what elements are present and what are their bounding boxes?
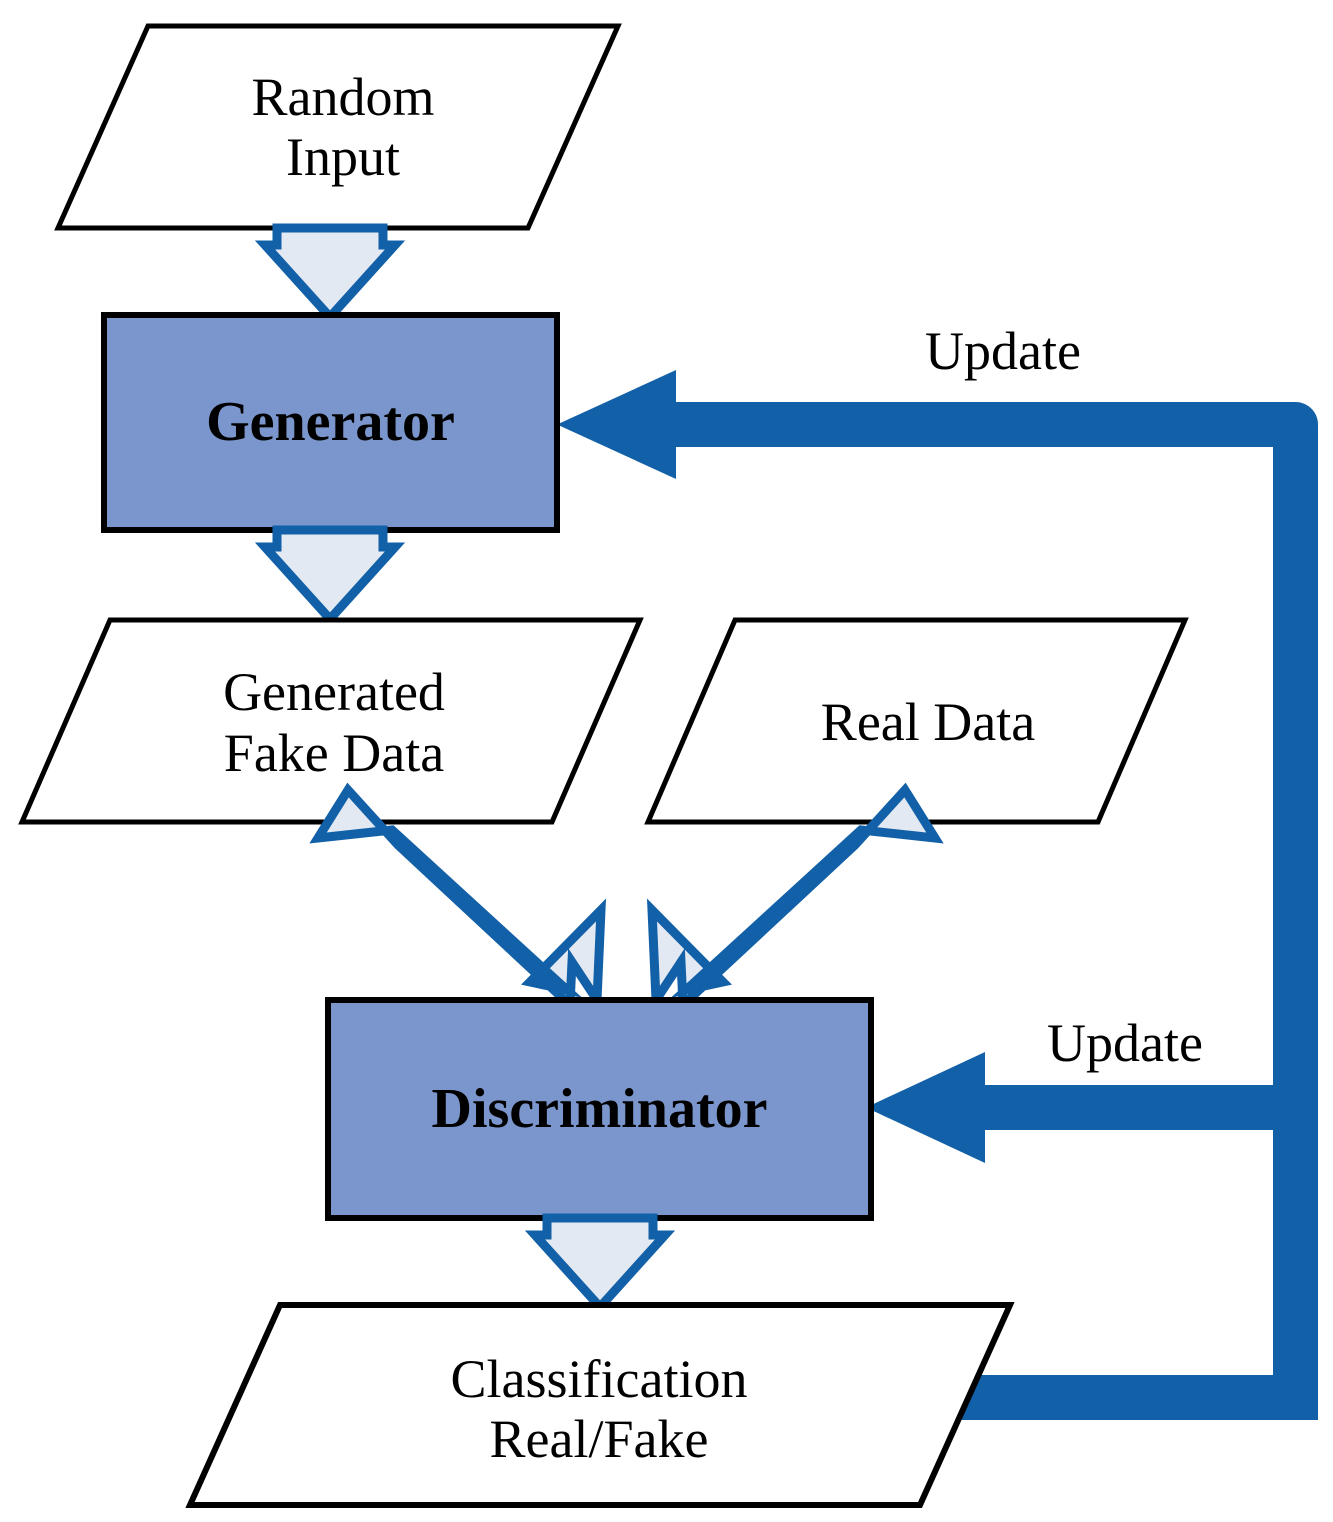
arrow-input-to-generator — [254, 223, 406, 324]
node-discriminator — [325, 997, 874, 1221]
arrow-real-data-to-discriminator — [646, 782, 944, 1015]
arrow-fake-data-to-discriminator — [309, 782, 607, 1015]
update-arrow-to-discriminator — [866, 1052, 1285, 1163]
arrow-discriminator-to-classification — [524, 1213, 676, 1314]
update-arrow-to-generator — [557, 370, 1296, 479]
feedback-trunk-path — [940, 402, 1318, 1420]
node-generated-fake-data — [18, 617, 644, 825]
node-generator — [101, 312, 560, 533]
node-classification — [185, 1302, 1015, 1508]
arrow-generator-to-fake-data — [254, 525, 406, 626]
node-random-input — [54, 23, 622, 231]
node-real-data — [644, 617, 1189, 825]
